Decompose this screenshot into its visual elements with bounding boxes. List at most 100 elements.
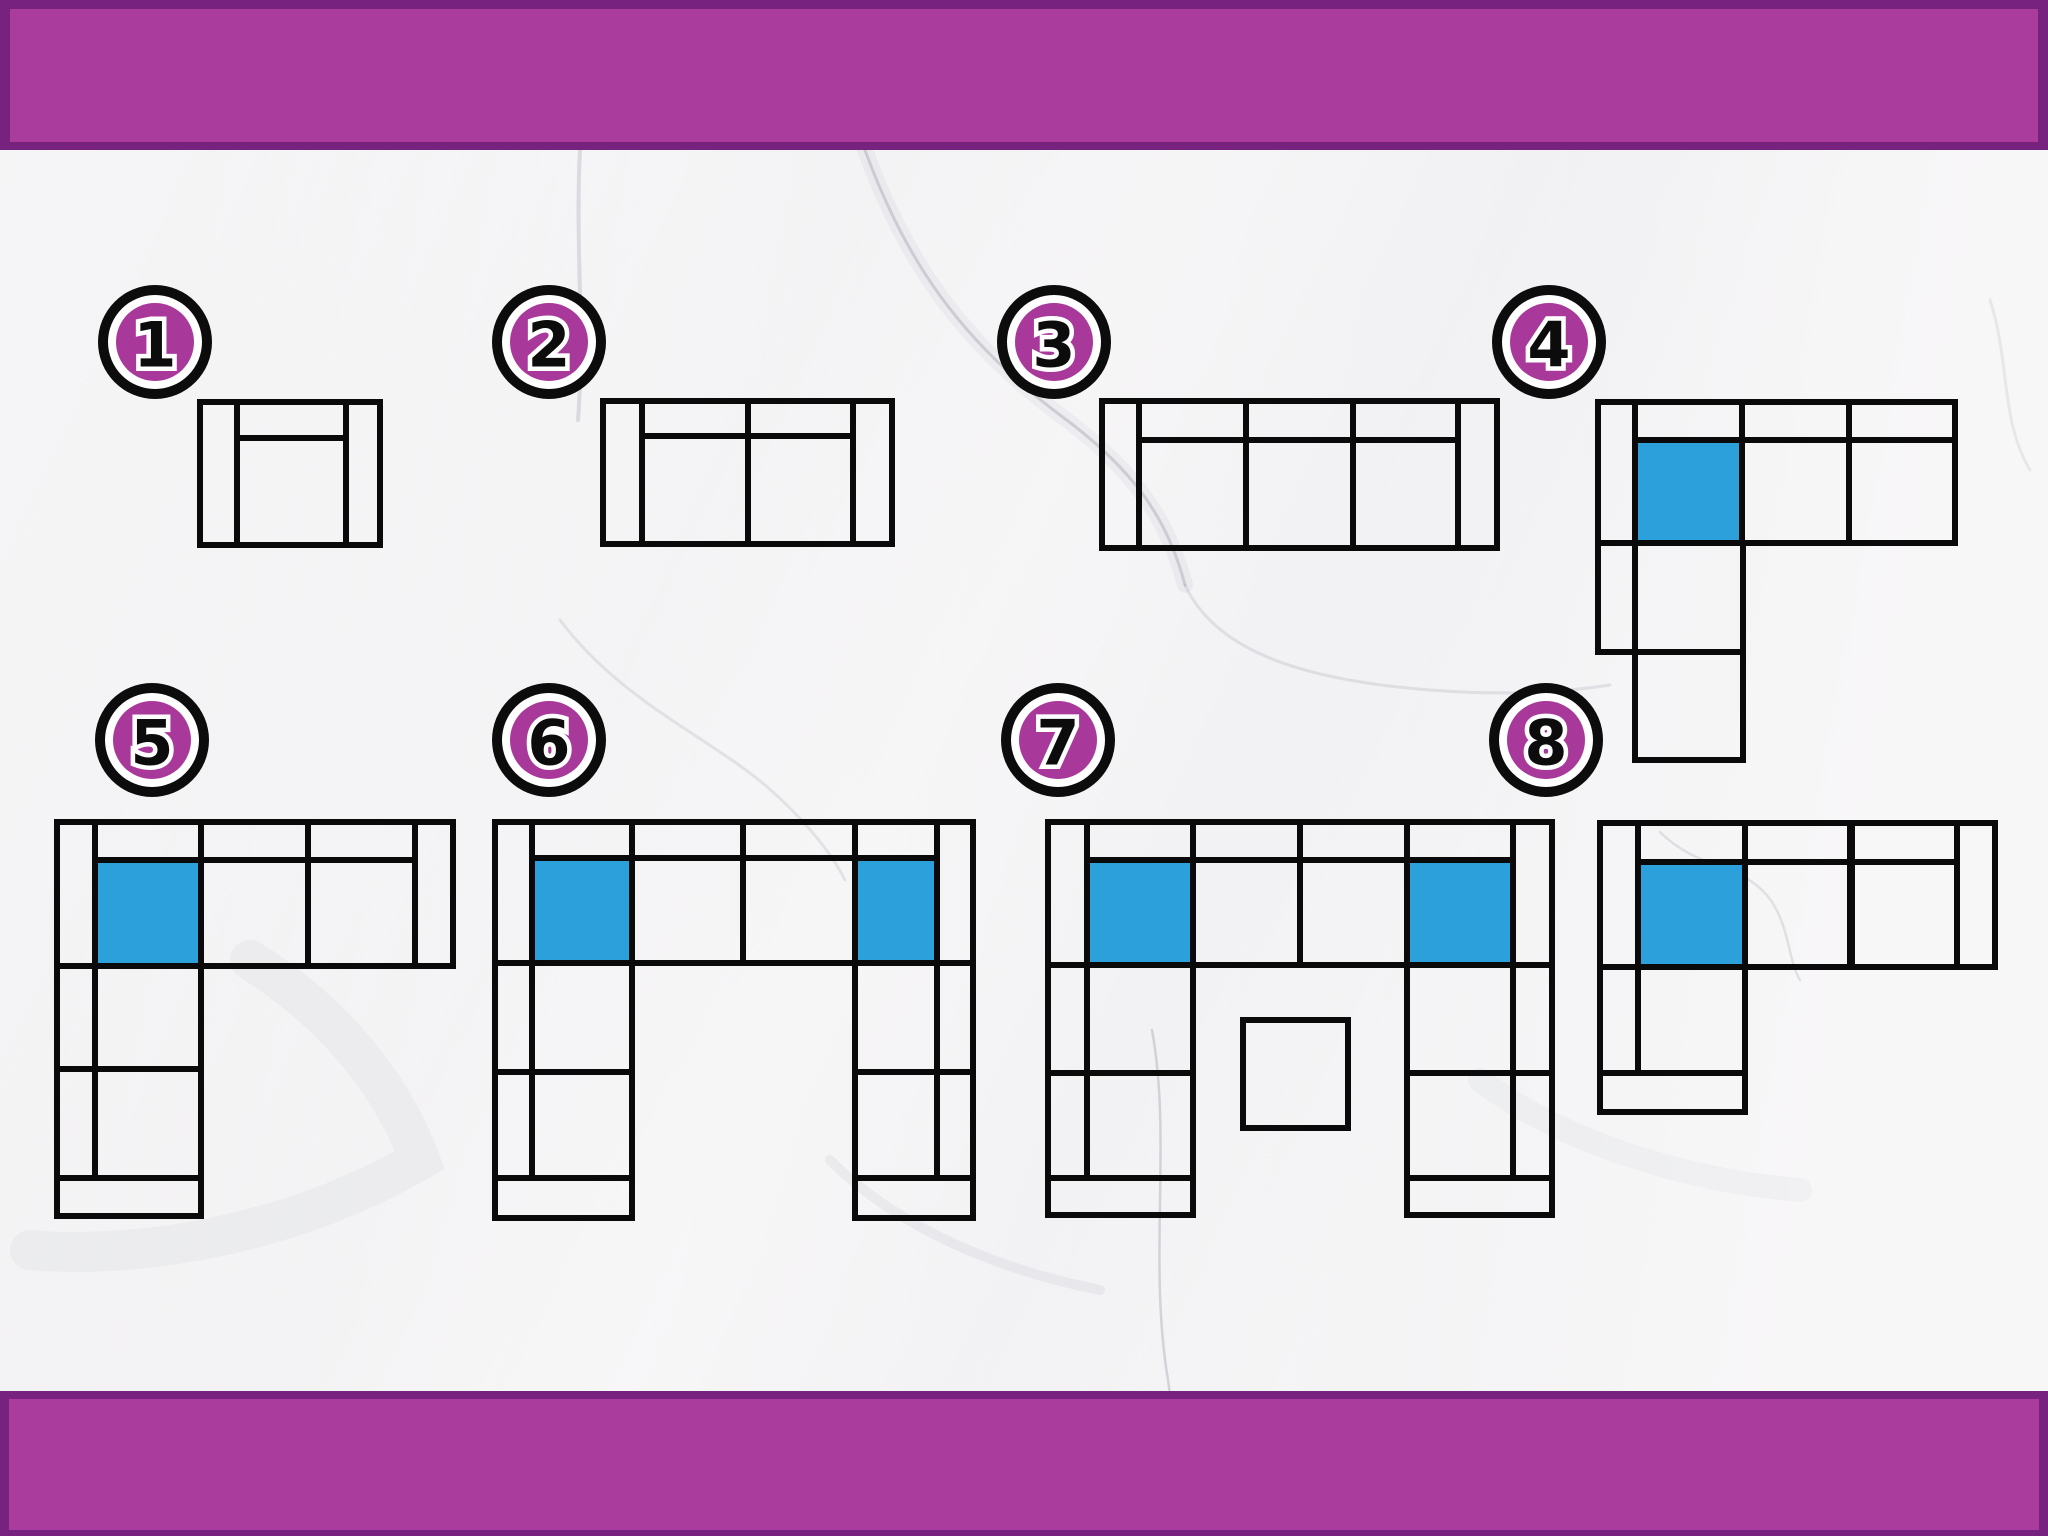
top-banner: [0, 0, 2048, 150]
option-6-chaise-side: [492, 1069, 535, 1181]
option-3-back: [1243, 398, 1356, 443]
option-8-seat-highlighted: [1635, 859, 1748, 970]
option-8-group: 8: [1489, 683, 1998, 1115]
option-3-left-arm: [1099, 398, 1142, 551]
badge-disc: [510, 701, 588, 779]
option-2-back: [745, 398, 856, 439]
option-6-right-arm: [934, 819, 976, 966]
option-5-chaise: [92, 1066, 204, 1181]
option-5-badge: 5: [95, 683, 209, 797]
option-5-back: [92, 819, 204, 863]
badge-disc: [510, 303, 588, 381]
option-8-back: [1742, 820, 1853, 865]
option-7-back: [1297, 819, 1410, 863]
option-5-end-cap: [54, 1175, 204, 1219]
option-3-seat: [1243, 437, 1356, 551]
option-6-left-arm: [492, 819, 535, 966]
option-3-right-arm: [1455, 398, 1500, 551]
option-7-seat: [1297, 857, 1410, 968]
option-4-seat-highlighted: [1632, 437, 1745, 546]
option-5-seat-highlighted: [92, 857, 204, 969]
option-6-end-cap: [852, 1175, 976, 1221]
option-7-back: [1190, 819, 1303, 863]
option-8-chaise-side: [1597, 964, 1641, 1076]
option-2-seat: [639, 433, 751, 547]
option-1-number: 1: [133, 309, 176, 382]
badge-disc: [116, 303, 194, 381]
option-5-group: 5: [54, 683, 456, 1219]
option-5-chaise-side: [54, 1066, 98, 1181]
option-2-left-arm: [600, 398, 645, 547]
option-4-chaise: [1632, 540, 1746, 655]
option-4-number: 4: [1527, 309, 1570, 382]
option-4-back: [1846, 399, 1958, 443]
option-2-back: [639, 398, 751, 439]
badge-disc: [1015, 303, 1093, 381]
option-3-badge: 3: [997, 285, 1111, 399]
option-1-left-arm: [197, 399, 240, 548]
option-7-right-arm: [1510, 819, 1555, 968]
option-5-number: 5: [130, 707, 173, 780]
option-3-back: [1136, 398, 1249, 443]
option-2-badge: 2: [492, 285, 606, 399]
option-6-chaise: [852, 960, 940, 1075]
option-2-seat: [745, 433, 856, 547]
option-6-back: [852, 819, 940, 861]
option-6-group: 6: [492, 683, 976, 1221]
option-6-back: [629, 819, 746, 861]
option-5-seat: [305, 857, 418, 969]
option-4-left-arm: [1595, 399, 1638, 546]
option-8-back: [1635, 820, 1748, 865]
option-8-back: [1849, 820, 1960, 865]
option-6-back: [740, 819, 858, 861]
option-2-number: 2: [527, 309, 570, 382]
option-7-chaise: [1404, 1070, 1516, 1181]
option-7-chaise: [1084, 962, 1196, 1076]
option-1-right-arm: [343, 399, 383, 548]
option-4-chaise: [1632, 649, 1746, 763]
option-7-chaise-side: [1510, 1070, 1555, 1181]
option-4-badge: 4: [1492, 285, 1606, 399]
option-1-group: 1: [98, 285, 383, 548]
option-6-chaise-side: [934, 1069, 976, 1181]
option-6-badge: 6: [492, 683, 606, 797]
option-7-seat-highlighted: [1404, 857, 1516, 968]
option-7-left-arm: [1045, 819, 1090, 968]
option-4-back: [1739, 399, 1852, 443]
option-3-group: 3: [997, 285, 1500, 551]
option-3-back: [1350, 398, 1461, 443]
option-7-chaise-side: [1510, 962, 1555, 1076]
option-8-number: 8: [1524, 707, 1567, 780]
option-5-seat: [198, 857, 311, 969]
option-6-seat-highlighted: [529, 855, 635, 966]
badge-disc: [1507, 701, 1585, 779]
option-8-left-arm: [1597, 820, 1641, 970]
option-4-group: 4: [1492, 285, 1958, 763]
badge-disc: [113, 701, 191, 779]
option-6-chaise: [852, 1069, 940, 1181]
option-5-chaise: [92, 963, 204, 1072]
option-7-group: 7: [1001, 683, 1555, 1218]
option-7-ottoman: [1240, 1017, 1351, 1131]
option-7-number: 7: [1036, 707, 1079, 780]
option-6-end-cap: [492, 1175, 635, 1221]
option-5-right-arm: [412, 819, 456, 969]
option-4-back: [1632, 399, 1745, 443]
badge-disc: [1510, 303, 1588, 381]
option-6-chaise-side: [492, 960, 535, 1075]
option-8-badge: 8: [1489, 683, 1603, 797]
option-7-seat: [1190, 857, 1303, 968]
option-4-left-arm-extension: [1595, 540, 1638, 655]
option-8-right-arm: [1954, 820, 1998, 970]
option-1-seat: [234, 435, 349, 548]
option-6-seat: [740, 855, 858, 966]
option-8-chaise: [1635, 964, 1748, 1076]
option-8-end-cap: [1597, 1070, 1748, 1115]
option-3-number: 3: [1032, 309, 1075, 382]
option-6-seat-highlighted: [852, 855, 940, 966]
option-4-seat: [1739, 437, 1852, 546]
option-7-chaise-side: [1045, 1070, 1090, 1181]
option-8-seat: [1742, 859, 1853, 970]
